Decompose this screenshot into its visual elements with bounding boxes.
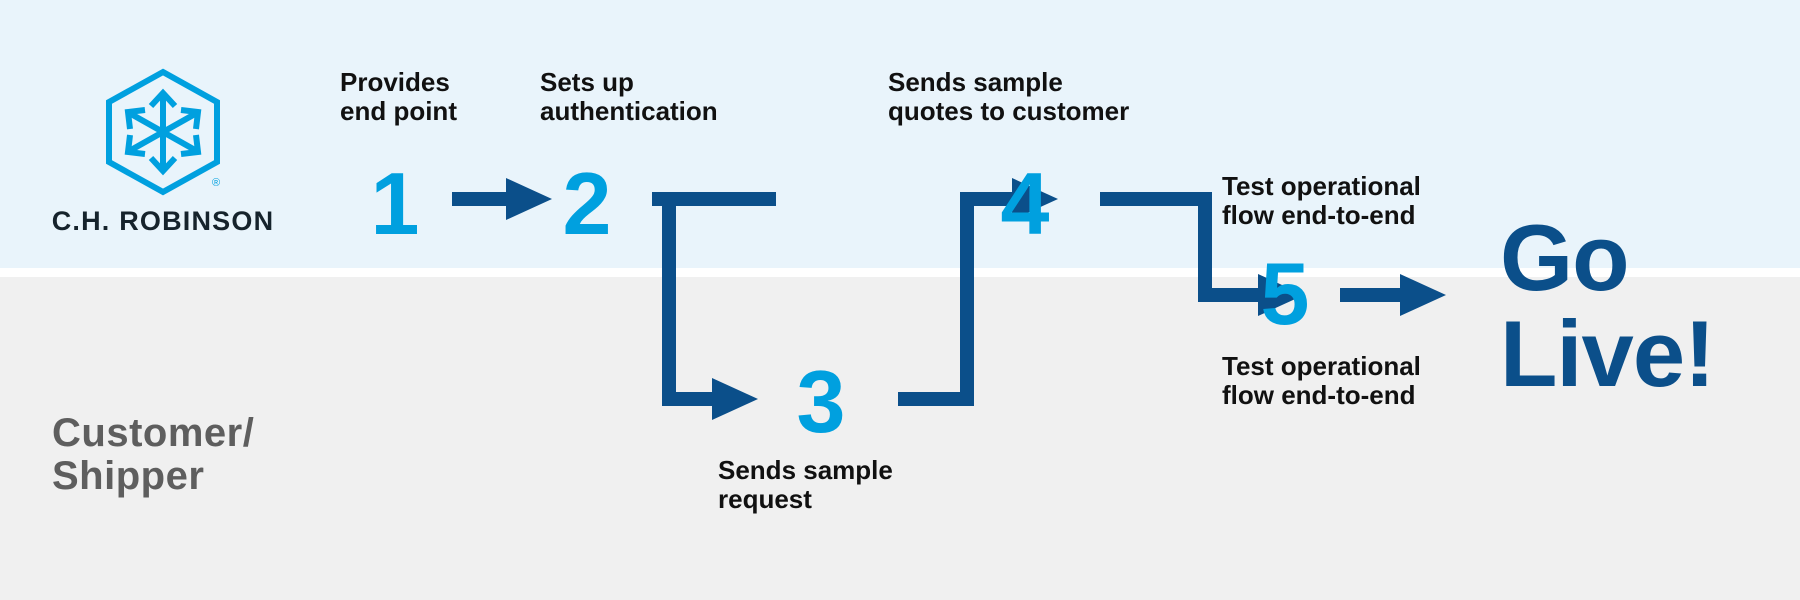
step-2-number: 2 xyxy=(562,154,612,253)
step-1-caption: Provides end point xyxy=(340,67,457,127)
step-5-number: 5 xyxy=(1260,244,1310,343)
step-4-number: 4 xyxy=(1000,154,1050,253)
provider-lane-band xyxy=(0,0,1800,268)
step-3-number: 3 xyxy=(796,352,846,451)
go-live-label: Go Live! xyxy=(1500,205,1715,406)
registered-mark: ® xyxy=(212,177,220,189)
step-5-caption-above: Test operational flow end-to-end xyxy=(1222,171,1421,231)
customer-lane-band xyxy=(0,277,1800,600)
lane-divider xyxy=(0,268,1800,277)
step-3-caption: Sends sample request xyxy=(718,455,893,515)
lane-label-customer-shipper: Customer/ Shipper xyxy=(52,411,255,499)
step-1-number: 1 xyxy=(370,154,420,253)
step-4-caption: Sends sample quotes to customer xyxy=(888,67,1130,127)
brand-wordmark: C.H. ROBINSON xyxy=(51,206,275,236)
step-5-caption-below: Test operational flow end-to-end xyxy=(1222,351,1421,411)
brand-logo: ® C.H. ROBINSON xyxy=(48,68,278,237)
step-2-caption: Sets up authentication xyxy=(540,67,718,127)
ch-robinson-hexagon-logo-icon: ® xyxy=(106,68,220,196)
